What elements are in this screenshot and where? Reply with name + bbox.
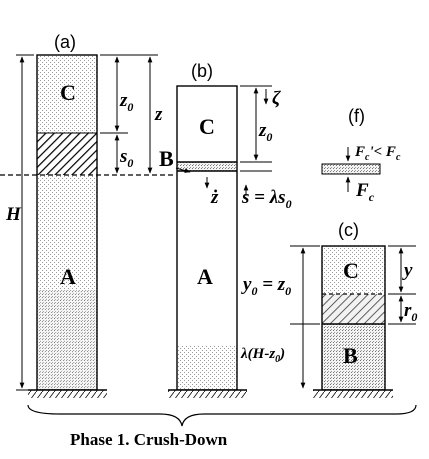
block-b-label-b: B	[159, 146, 174, 171]
zdot-label: ż	[210, 187, 219, 208]
block-a-label-a: A	[60, 264, 76, 289]
column-b-upper-c	[177, 86, 237, 162]
column-b-crush-layer	[177, 162, 237, 171]
z0-label-a: z0	[119, 90, 133, 114]
dimension-h: H	[5, 54, 34, 391]
block-c-label-a: C	[60, 80, 76, 105]
dimensions-c: y r0	[290, 245, 417, 389]
s0-label-a: s0	[119, 146, 133, 170]
column-b: C A B (b)	[159, 61, 238, 391]
dimensions-a: z0 s0 z	[100, 54, 163, 174]
s-equation-label: s = λs0	[241, 187, 292, 211]
panel-label-f: (f)	[348, 106, 365, 126]
z0-label-b: z0	[258, 120, 272, 144]
column-a: C A (a)	[36, 32, 98, 391]
caption: Phase 1. Crush-Down	[70, 430, 228, 449]
column-c-crush-front	[322, 294, 385, 324]
column-c: (c) C B	[321, 220, 386, 391]
y-label-c: y	[402, 260, 413, 281]
panel-label-a: (a)	[54, 32, 76, 52]
panel-label-b: (b)	[191, 61, 213, 81]
fc-prime-label: Fc'< Fc	[354, 144, 401, 163]
block-a-label-b: A	[197, 264, 213, 289]
h-label: H	[5, 204, 22, 225]
block-b-label-c: B	[343, 343, 358, 368]
column-a-crush-zone	[37, 133, 97, 175]
z-label-a: z	[154, 104, 163, 125]
column-c-upper-c	[322, 246, 385, 294]
fc-label: Fc	[355, 180, 375, 204]
block-c-label-c: C	[343, 258, 359, 283]
panel-f: (f) Fc'< Fc Fc	[321, 106, 401, 204]
zeta-label: ζ	[272, 88, 281, 109]
column-b-lower-dense	[177, 345, 237, 390]
block-c-label-b: C	[199, 114, 215, 139]
lambda-expression-label: λ(H-z0)	[240, 346, 285, 365]
r0-label-c: r0	[404, 300, 417, 324]
column-a-upper-c	[37, 55, 97, 133]
grouping-brace	[27, 404, 417, 427]
column-a-lower-a-dense	[37, 290, 97, 390]
panel-label-c: (c)	[338, 220, 359, 240]
ground	[28, 389, 393, 398]
dimensions-b: ζ z0 ż s = λs0 y0 = z0 λ(H-z0)	[204, 85, 292, 365]
column-c-lower-b	[322, 324, 385, 390]
y0-equation-label: y0 = z0	[241, 274, 291, 298]
force-element	[321, 163, 381, 175]
